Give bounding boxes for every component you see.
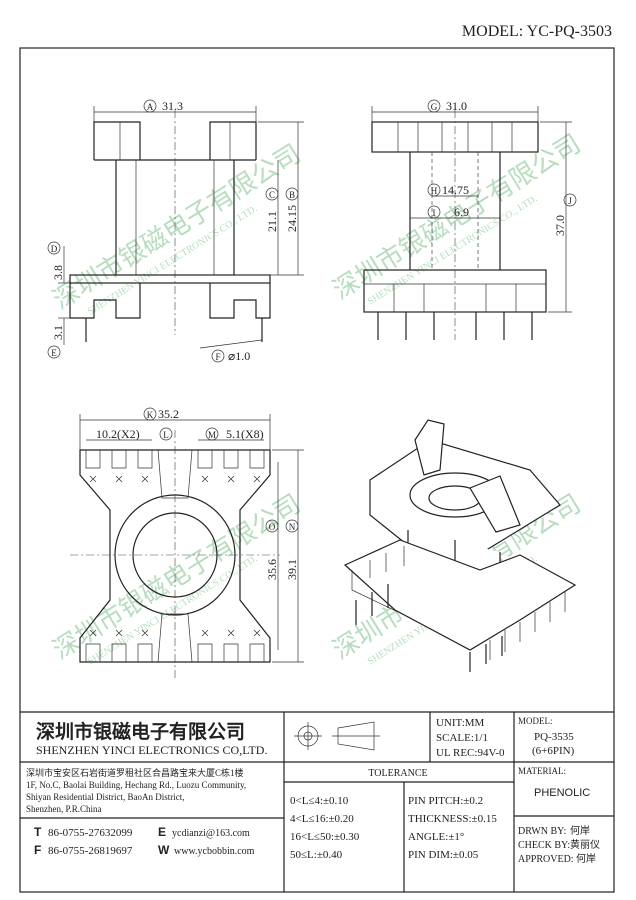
svg-text:24.15: 24.15 — [285, 205, 299, 232]
pin-tolerance-row: PIN DIM:±0.05 — [408, 849, 479, 861]
dim-c: C 21.1 — [265, 187, 279, 232]
address-en-3: Shenzhen, P.R.China — [26, 804, 102, 814]
dim-a: A 31.3 — [143, 99, 183, 113]
tolerance-title: TOLERANCE — [368, 768, 427, 779]
svg-text:J: J — [568, 196, 572, 206]
dim-k: K 35.2 — [143, 407, 179, 421]
email-label: E — [158, 825, 166, 839]
svg-text:D: D — [51, 244, 58, 254]
svg-text:F: F — [215, 352, 220, 362]
side-view — [363, 106, 572, 340]
dim-h: H 14.75 — [427, 183, 469, 197]
projection-symbol-icon — [294, 721, 380, 751]
address-en-1: 1F, No.C, Baolai Building, Hechang Rd., … — [26, 780, 246, 790]
svg-text:5.1(X8): 5.1(X8) — [226, 427, 264, 441]
svg-text:35.2: 35.2 — [158, 407, 179, 421]
email-value: ycdianzi@163.com — [172, 828, 250, 839]
dim-f: F ⌀1.0 — [199, 339, 263, 363]
dim-m: M 5.1(X8) — [205, 427, 264, 441]
sheet-border — [19, 47, 615, 893]
company-name-en: SHENZHEN YINCI ELECTRONICS CO,LTD. — [36, 743, 267, 757]
isometric-view — [343, 419, 577, 672]
model-label: MODEL: — [518, 716, 553, 726]
check-by-label: CHECK BY: — [518, 840, 570, 851]
model-value: PQ-3535 — [534, 731, 574, 743]
front-view — [58, 106, 304, 345]
tolerance-row: 50≤L:±0.40 — [290, 849, 343, 861]
svg-text:M: M — [208, 430, 216, 440]
fax-label: F — [34, 843, 41, 857]
svg-text:39.1: 39.1 — [285, 559, 299, 580]
svg-text:K: K — [147, 410, 154, 420]
dim-n: N 39.1 — [285, 519, 299, 580]
svg-text:I: I — [433, 208, 436, 218]
fax-value: 86-0755-26819697 — [48, 845, 133, 857]
pin-tolerance-row: THICKNESS:±0.15 — [408, 813, 497, 825]
material-value: PHENOLIC — [534, 787, 590, 799]
svg-text:O: O — [269, 522, 276, 532]
svg-text:31.3: 31.3 — [162, 99, 183, 113]
model-title: MODEL: YC-PQ-3503 — [462, 23, 612, 40]
svg-text:⌀1.0: ⌀1.0 — [228, 349, 250, 363]
title-block — [20, 711, 614, 892]
svg-text:B: B — [289, 190, 295, 200]
svg-text:H: H — [431, 186, 438, 196]
model-pins: (6+6PIN) — [532, 745, 575, 757]
material-label: MATERIAL: — [518, 766, 566, 776]
approved-value: 何岸 — [576, 852, 596, 865]
dim-e: E 3.1 — [47, 325, 65, 359]
approved-label: APPROVED: — [518, 854, 574, 865]
dim-l: 10.2(X2) L — [96, 427, 173, 441]
tolerance-row: 0<L≤4:±0.10 — [290, 795, 349, 807]
svg-text:L: L — [163, 430, 169, 440]
dim-i: I 6.9 — [427, 205, 469, 219]
address-en-2: Shiyan Residential District, BaoAn Distr… — [26, 792, 184, 802]
tolerance-row: 16<L≤50:±0.30 — [290, 831, 360, 843]
pin-tolerance-row: ANGLE:±1° — [408, 831, 464, 843]
web-value: www.ycbobbin.com — [174, 846, 255, 857]
svg-text:35.6: 35.6 — [265, 559, 279, 580]
tel-label: T — [34, 825, 42, 839]
svg-text:C: C — [269, 190, 275, 200]
bottom-view — [70, 414, 304, 680]
svg-text:6.9: 6.9 — [454, 205, 469, 219]
scale-label: SCALE:1/1 — [436, 732, 488, 744]
drawn-by-label: DRWN BY: — [518, 826, 566, 837]
dim-o: O 35.6 — [265, 519, 279, 580]
svg-text:3.1: 3.1 — [51, 325, 65, 340]
unit-label: UNIT:MM — [436, 717, 485, 729]
tel-value: 86-0755-27632099 — [48, 827, 133, 839]
svg-text:N: N — [289, 522, 296, 532]
web-label: W — [158, 843, 170, 857]
svg-text:31.0: 31.0 — [446, 99, 467, 113]
svg-text:10.2(X2): 10.2(X2) — [96, 427, 140, 441]
dim-d: D 3.8 — [47, 241, 65, 280]
svg-text:21.1: 21.1 — [265, 211, 279, 232]
pin-tolerance-row: PIN PITCH:±0.2 — [408, 795, 483, 807]
svg-text:14.75: 14.75 — [442, 183, 469, 197]
check-by-value: 黄丽仪 — [570, 838, 600, 851]
dim-g: G 31.0 — [427, 99, 467, 113]
svg-text:G: G — [431, 102, 438, 112]
address-cn: 深圳市宝安区石岩街道罗租社区合昌路宝来大厦C栋1楼 — [26, 767, 244, 778]
company-name-cn: 深圳市银磁电子有限公司 — [36, 720, 245, 743]
ul-label: UL REC:94V-0 — [436, 747, 505, 759]
svg-text:E: E — [51, 348, 57, 358]
dim-j: J 37.0 — [553, 193, 577, 236]
dim-b: B 24.15 — [285, 187, 299, 232]
svg-text:A: A — [147, 102, 154, 112]
svg-text:3.8: 3.8 — [51, 265, 65, 280]
tolerance-row: 4<L≤16:±0.20 — [290, 813, 354, 825]
svg-text:37.0: 37.0 — [553, 215, 567, 236]
drawn-by-value: 何岸 — [570, 824, 590, 837]
